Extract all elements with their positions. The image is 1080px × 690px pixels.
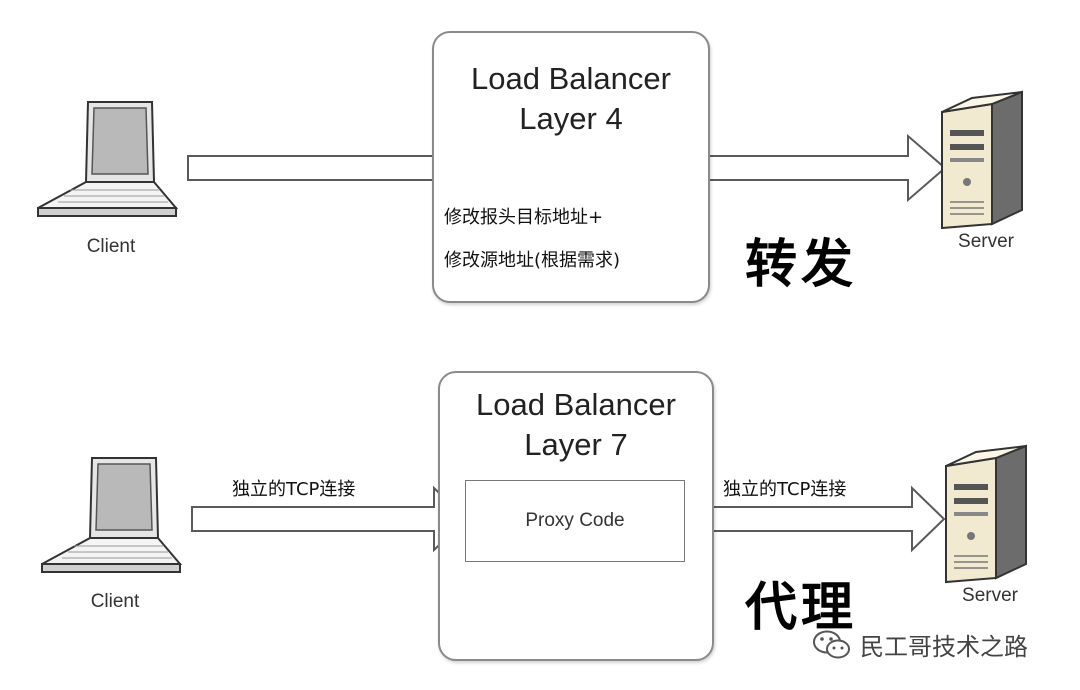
layer4-title-line2: Layer 4 <box>519 101 623 136</box>
layer7-server-label: Server <box>962 585 1018 606</box>
layer4-server-icon <box>941 90 1023 230</box>
layer7-client-label: Client <box>90 591 140 612</box>
layer4-forward-label: 转发 <box>745 235 858 295</box>
layer4-balancer-box: Load Balancer Layer 4 <box>432 31 710 303</box>
layer4-title-line1: Load Balancer <box>471 61 671 96</box>
layer4-server-label: Server <box>958 231 1014 252</box>
layer7-server-connection-label: 独立的TCP连接 <box>723 479 847 500</box>
layer7-client-connection-label: 独立的TCP连接 <box>232 479 356 500</box>
layer7-server-arrow <box>685 485 946 553</box>
layer4-client-label: Client <box>86 236 136 257</box>
proxy-code-box: Proxy Code <box>465 480 685 562</box>
layer7-proxy-label: 代理 <box>745 578 858 638</box>
layer7-title-line1: Load Balancer <box>476 387 676 422</box>
watermark: 民工哥技术之路 <box>812 627 1028 662</box>
layer7-server-icon <box>945 444 1027 584</box>
wechat-icon <box>813 630 850 658</box>
watermark-text: 民工哥技术之路 <box>860 633 1028 661</box>
layer7-title-line2: Layer 7 <box>524 427 628 462</box>
layer4-note-line2: 修改源地址(根据需求) <box>444 250 621 271</box>
layer7-client-laptop-icon <box>41 457 183 573</box>
layer4-client-laptop-icon <box>37 101 179 217</box>
layer4-note-line1: 修改报头目标地址+ <box>444 207 604 228</box>
